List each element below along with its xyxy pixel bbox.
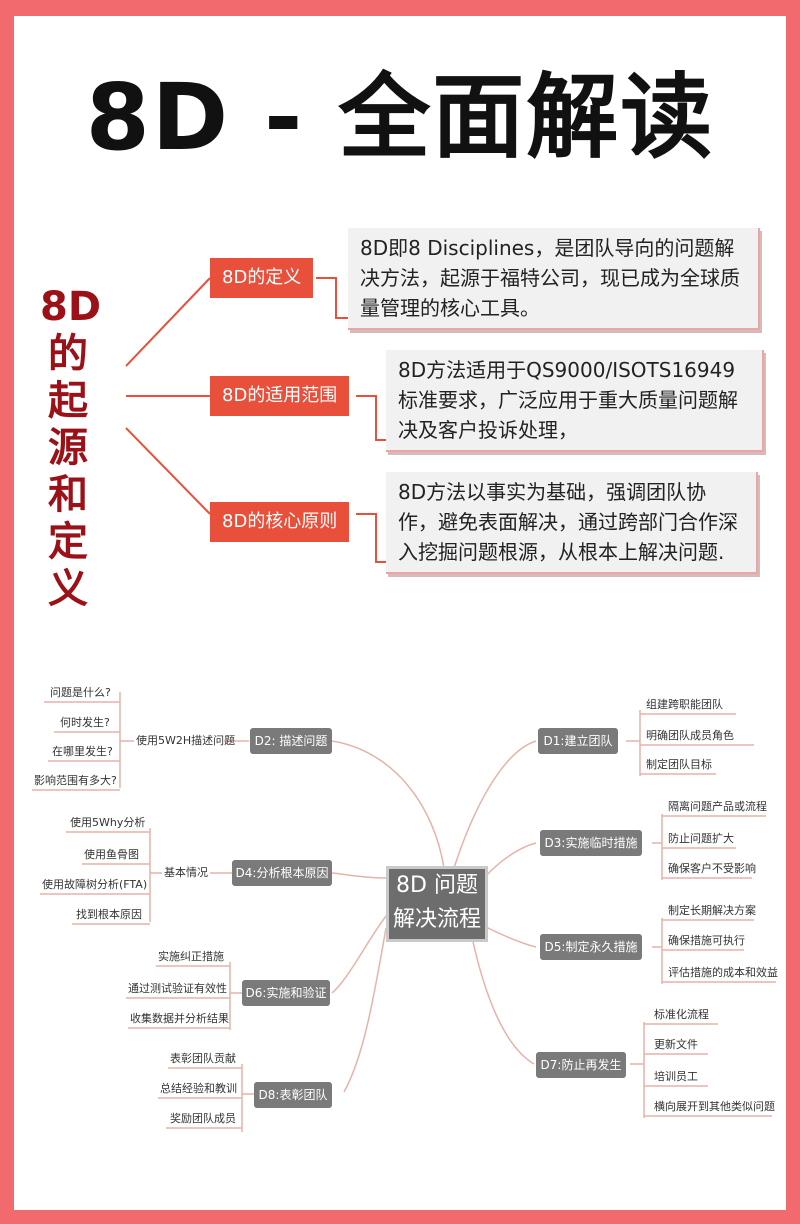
d2-leaf: 在哪里发生? [52,745,113,758]
d2-mid-label: 使用5W2H描述问题 [136,734,236,747]
d6-leaf: 收集数据并分析结果 [130,1012,229,1025]
mindmap-center-node: 8D 问题 解决流程 [386,866,488,942]
d3-leaf: 确保客户不受影响 [668,862,756,875]
d2-leaf: 问题是什么? [50,686,111,699]
page-title: 8D - 全面解读 [85,64,715,171]
node-d7: D7:防止再发生 [536,1052,626,1078]
node-d6: D6:实施和验证 [242,980,330,1006]
d8-leaf: 表彰团队贡献 [170,1052,236,1065]
d1-leaf: 明确团队成员角色 [646,729,734,742]
d6-leaf: 实施纠正措施 [158,950,224,963]
intro-text-definition: 8D即8 Disciplines，是团队导向的问题解决方法，起源于福特公司，现已… [348,228,760,330]
d8-leaf: 总结经验和教训 [160,1082,237,1095]
side-title: 8D 的起源和定义 [40,284,102,613]
d4-leaf: 使用鱼骨图 [84,848,139,861]
d3-leaf: 防止问题扩大 [668,832,734,845]
d2-leaf: 影响范围有多大? [34,774,117,787]
d4-leaf: 使用故障树分析(FTA) [42,878,148,891]
d8-leaf: 奖励团队成员 [170,1112,236,1125]
mindmap-center-line2: 解决流程 [392,907,481,932]
intro-label-definition: 8D的定义 [210,258,314,298]
node-d2: D2: 描述问题 [250,728,332,754]
poster: 8D - 全面解读 8D 的起源和定义 8D的定义 8D的适用范围 8D的核心原… [14,16,786,1210]
d2-leaf: 何时发生? [60,716,110,729]
intro-text-principle: 8D方法以事实为基础，强调团队协作，避免表面解决，通过跨部门合作深入挖掘问题根源… [386,472,758,574]
node-d8: D8:表彰团队 [254,1082,332,1108]
d5-leaf: 评估措施的成本和效益 [668,966,778,979]
d7-leaf: 更新文件 [654,1038,698,1051]
side-title-line2: 的起源和定义 [48,331,88,612]
d1-leaf: 组建跨职能团队 [646,698,723,711]
d4-leaf: 使用5Why分析 [70,816,146,829]
d6-leaf: 通过测试验证有效性 [128,982,227,995]
d4-leaf: 找到根本原因 [76,908,142,921]
d5-leaf: 确保措施可执行 [668,934,745,947]
mindmap-center-line1: 8D 问题 [396,873,478,898]
node-d1: D1:建立团队 [538,728,618,754]
side-title-line1: 8D [40,284,102,330]
node-d5: D5:制定永久措施 [540,934,642,960]
intro-label-principle: 8D的核心原则 [210,502,350,542]
intro-text-scope: 8D方法适用于QS9000/ISOTS16949标准要求，广泛应用于重大质量问题… [386,350,764,452]
d4-mid-label: 基本情况 [164,866,208,879]
intro-label-scope: 8D的适用范围 [210,376,350,416]
d7-leaf: 横向展开到其他类似问题 [654,1100,775,1113]
mindmap-connectors [32,692,776,1132]
d3-leaf: 隔离问题产品或流程 [668,800,767,813]
node-d4: D4:分析根本原因 [232,860,332,886]
d1-leaf: 制定团队目标 [646,758,712,771]
d7-leaf: 培训员工 [654,1070,698,1083]
node-d3: D3:实施临时措施 [540,830,642,856]
d5-leaf: 制定长期解决方案 [668,904,756,917]
d7-leaf: 标准化流程 [654,1008,709,1021]
